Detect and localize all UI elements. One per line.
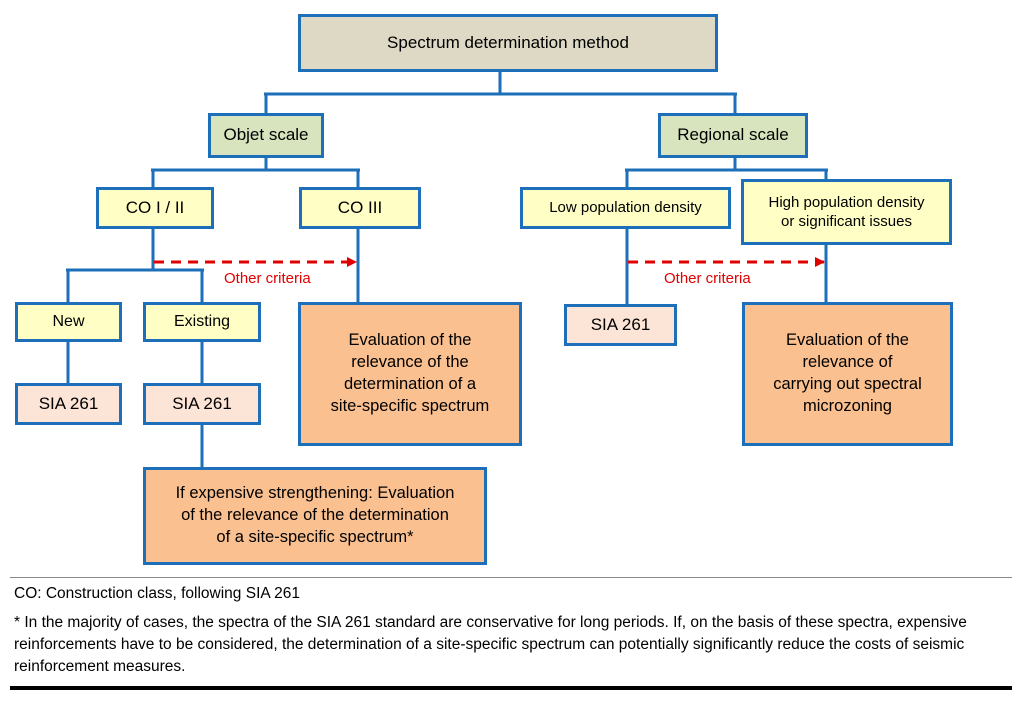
other-criteria-right: Other criteria xyxy=(664,270,751,287)
co-1-2-label: CO I / II xyxy=(125,197,185,217)
root-label: Spectrum determination method xyxy=(387,32,629,52)
connector-object-to-co xyxy=(151,158,360,187)
eval-co3-box: Evaluation of the relevance of the deter… xyxy=(298,302,522,446)
eval-microzoning-line2: relevance of xyxy=(802,353,893,372)
footnote-divider xyxy=(10,577,1012,578)
connector-root-to-scales xyxy=(264,72,737,113)
other-criteria-left: Other criteria xyxy=(224,270,311,287)
eval-strengthening-line2: of the relevance of the determination xyxy=(181,506,449,525)
eval-microzoning-line4: microzoning xyxy=(803,396,892,415)
eval-microzoning-line3: carrying out spectral xyxy=(773,375,922,393)
eval-strengthening-line3: of a site-specific spectrum* xyxy=(216,527,414,546)
high-density-line1: High population density xyxy=(768,193,925,211)
eval-strengthening-box: If expensive strengthening: Evaluation o… xyxy=(143,467,487,565)
eval-co3-line1: Evaluation of the xyxy=(348,331,472,350)
eval-microzoning-box: Evaluation of the relevance of carrying … xyxy=(742,302,953,446)
high-density-line2: or significant issues xyxy=(781,213,912,230)
low-density-box: Low population density xyxy=(520,187,731,229)
bottom-rule xyxy=(10,686,1012,690)
existing-box: Existing xyxy=(143,302,261,342)
connector-co12-to-new-existing xyxy=(66,229,204,302)
regional-scale-label: Regional scale xyxy=(677,125,789,145)
asterisk-note: * In the majority of cases, the spectra … xyxy=(14,614,967,675)
sia-existing-box: SIA 261 xyxy=(143,383,261,425)
low-density-label: Low population density xyxy=(549,199,702,217)
new-box: New xyxy=(15,302,122,342)
sia-low-density-label: SIA 261 xyxy=(590,314,651,334)
new-label: New xyxy=(52,312,85,330)
high-density-box: High population density or significant i… xyxy=(741,179,952,245)
co-3-label: CO III xyxy=(337,197,383,217)
connector-regional-to-density xyxy=(625,158,828,187)
co-1-2-box: CO I / II xyxy=(96,187,214,229)
eval-strengthening-line1: If expensive strengthening: Evaluation xyxy=(175,484,455,503)
sia-new-box: SIA 261 xyxy=(15,383,122,425)
object-scale-box: Objet scale xyxy=(208,113,324,158)
co-definition-note: CO: Construction class, following SIA 26… xyxy=(14,585,301,602)
root-spectrum-method: Spectrum determination method xyxy=(298,14,718,72)
eval-microzoning-line1: Evaluation of the xyxy=(786,331,909,350)
object-scale-label: Objet scale xyxy=(223,125,309,145)
sia-low-density-box: SIA 261 xyxy=(564,304,677,346)
eval-co3-line4: site-specific spectrum xyxy=(330,396,490,415)
regional-scale-box: Regional scale xyxy=(658,113,808,158)
sia-existing-label: SIA 261 xyxy=(172,393,232,413)
eval-co3-line2: relevance of the xyxy=(351,353,469,372)
sia-new-label: SIA 261 xyxy=(38,393,99,413)
eval-co3-line3: determination of a xyxy=(343,375,477,393)
co-3-box: CO III xyxy=(299,187,421,229)
existing-label: Existing xyxy=(173,312,231,330)
